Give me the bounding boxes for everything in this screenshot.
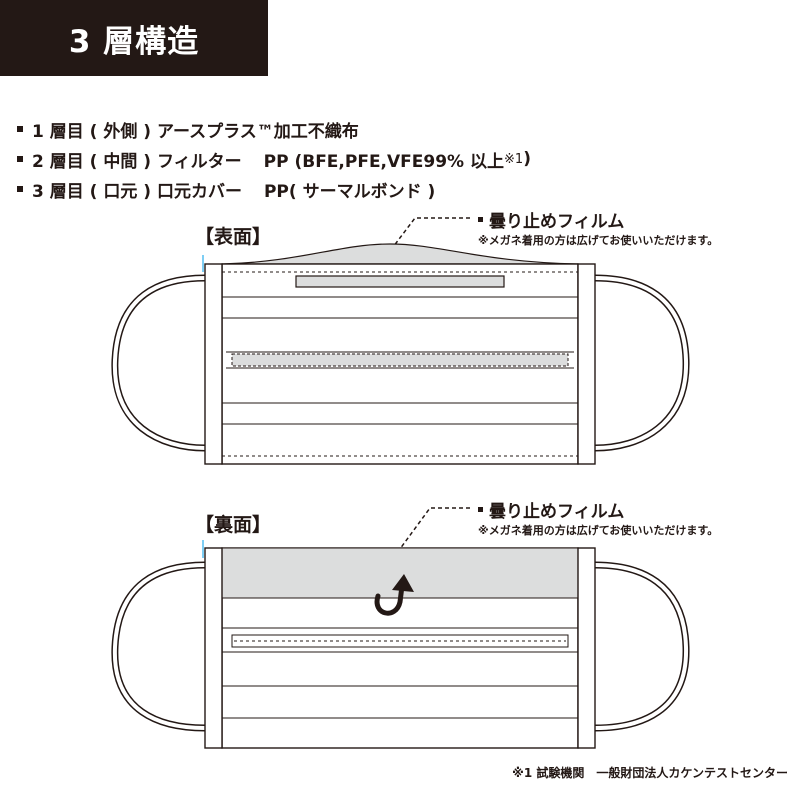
layer-2-suffix: )	[523, 149, 531, 169]
anti-fog-film	[221, 243, 579, 265]
footnote: ※1 試験機関 一般財団法人カケンテストセンター	[512, 766, 788, 780]
bullet-icon	[17, 126, 23, 132]
back-callout-name: 曇り止めフィルム	[489, 501, 625, 522]
back-mask-diagram	[111, 507, 690, 749]
page-title: 3 層構造	[0, 0, 268, 76]
layer-2-text: 2 層目 ( 中間 ) フィルター	[32, 151, 242, 172]
nose-wire	[295, 275, 505, 288]
middle-seam	[231, 634, 569, 648]
layer-item-2: 2 層目 ( 中間 ) フィルター PP (BFE,PFE,VFE99% 以上 …	[17, 144, 531, 174]
layer-3-text: 3 層目 ( 口元 ) 口元カバー	[32, 181, 242, 202]
bullet-icon	[17, 156, 23, 162]
bullet-icon	[478, 216, 483, 222]
right-side-band	[577, 263, 596, 465]
front-mask-diagram	[111, 217, 690, 465]
front-callout: 曇り止めフィルム ※メガネ着用の方は広げてお使いいただけます。	[478, 208, 718, 248]
layer-2-footnote-mark: ※1	[504, 151, 524, 167]
left-side-band	[204, 547, 223, 749]
back-label: 【裏面】	[195, 514, 272, 536]
right-ear-loop	[594, 561, 690, 732]
left-ear-loop	[111, 274, 206, 452]
left-ear-loop	[111, 561, 206, 732]
front-label: 【表面】	[195, 226, 272, 248]
layer-item-1: 1 層目 ( 外側 ) アースプラス™加工不織布	[17, 114, 531, 144]
layer-list: 1 層目 ( 外側 ) アースプラス™加工不織布 2 層目 ( 中間 ) フィル…	[17, 114, 531, 204]
right-side-band	[577, 547, 596, 749]
bullet-icon	[17, 186, 23, 192]
left-side-band	[204, 263, 223, 465]
bullet-icon	[478, 506, 483, 512]
layer-2-material: PP (BFE,PFE,VFE99% 以上	[263, 151, 505, 172]
layer-1-text: 1 層目 ( 外側 ) アースプラス™加工不織布	[32, 121, 359, 142]
right-ear-loop	[594, 274, 690, 452]
middle-seam	[231, 353, 569, 367]
back-callout: 曇り止めフィルム ※メガネ着用の方は広げてお使いいただけます。	[478, 498, 718, 538]
front-leader-line	[386, 217, 470, 256]
layer-item-3: 3 層目 ( 口元 ) 口元カバー PP( サーマルボンド )	[17, 174, 531, 204]
layer-3-material: PP( サーマルボンド )	[263, 181, 436, 202]
front-callout-name: 曇り止めフィルム	[489, 211, 625, 232]
back-callout-note: ※メガネ着用の方は広げてお使いいただけます。	[478, 524, 719, 537]
fold-arrow-icon	[374, 583, 405, 616]
front-callout-note: ※メガネ着用の方は広げてお使いいただけます。	[478, 234, 719, 247]
